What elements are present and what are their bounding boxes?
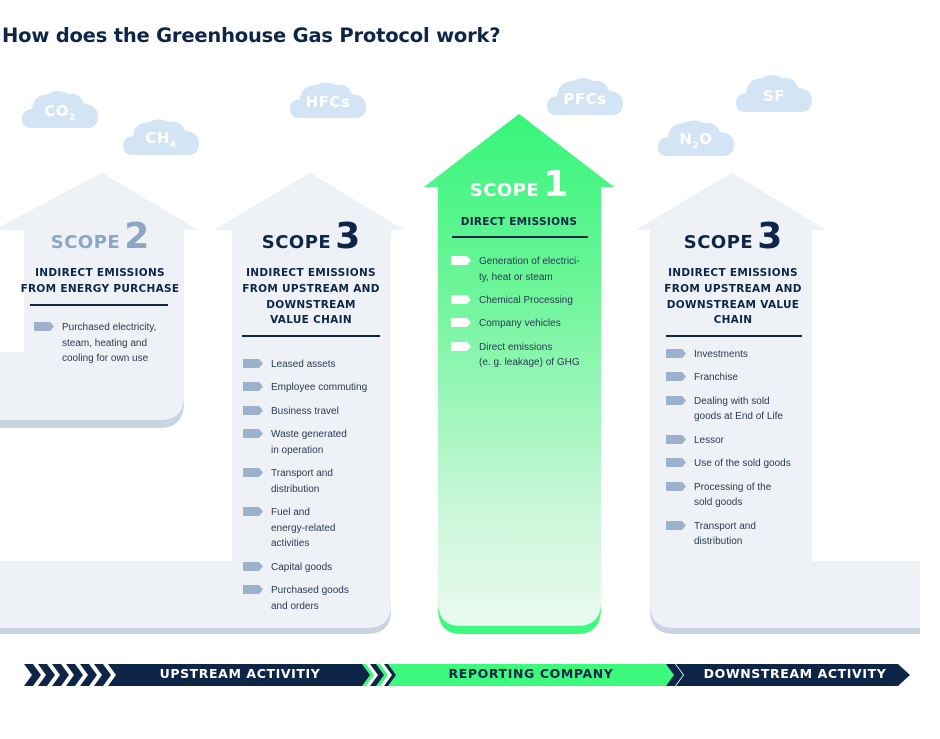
tag-arrow-icon bbox=[243, 429, 263, 439]
list-item-text: Transport and distribution bbox=[271, 468, 333, 495]
cloud-sf: SF bbox=[736, 72, 812, 114]
tag-arrow-icon bbox=[451, 294, 471, 304]
list-item-text: Franchise bbox=[694, 372, 738, 384]
upstream-label: UPSTREAM ACTIVITIY bbox=[159, 666, 321, 681]
downstream-band bbox=[676, 664, 910, 686]
list-item-text: Leased assets bbox=[271, 359, 336, 370]
scope3-upstream-divider bbox=[242, 335, 380, 337]
list-item-text: Generation of electrici- ty, heat or ste… bbox=[479, 256, 580, 283]
list-item: Transport and distribution bbox=[666, 519, 812, 550]
tag-arrow-icon bbox=[666, 520, 686, 530]
cloud-ch4: CH4 bbox=[123, 117, 199, 157]
list-item: Processing of the sold goods bbox=[666, 480, 812, 511]
tag-arrow-icon bbox=[666, 481, 686, 491]
list-item-text: Direct emissions (e. g. leakage) of GHG bbox=[479, 341, 580, 369]
cloud-pfcs: PFCs bbox=[547, 75, 623, 117]
tag-arrow-icon bbox=[451, 341, 471, 351]
tag-arrow-icon bbox=[243, 405, 263, 415]
list-item: Purchased electricity, steam, heating an… bbox=[34, 320, 174, 367]
list-item-text: Use of the sold goods bbox=[694, 458, 791, 470]
list-item-text: Purchased electricity, steam, heating an… bbox=[62, 322, 157, 365]
tag-arrow-icon bbox=[451, 256, 471, 265]
reporting-band bbox=[388, 664, 678, 686]
cloud-icon bbox=[547, 78, 623, 115]
list-item-text: Business travel bbox=[271, 405, 339, 417]
tag-arrow-icon bbox=[666, 458, 686, 468]
list-item: Generation of electrici- ty, heat or ste… bbox=[451, 254, 599, 285]
tag-arrow-icon bbox=[243, 382, 263, 392]
diagram-background bbox=[0, 114, 920, 634]
list-item: Business travel bbox=[243, 404, 389, 420]
list-item-text: Processing of the sold goods bbox=[694, 481, 772, 509]
list-item: Fuel and energy-related activities bbox=[243, 505, 389, 552]
scope1-divider bbox=[452, 236, 588, 238]
scope2-divider bbox=[30, 304, 168, 306]
list-item: Purchased goods and orders bbox=[243, 583, 389, 614]
tag-arrow-icon bbox=[243, 359, 263, 368]
list-item-text: Employee commuting bbox=[271, 382, 368, 394]
downstream-label: DOWNSTREAM ACTIVITY bbox=[703, 666, 887, 681]
tag-arrow-icon bbox=[666, 349, 686, 358]
cloud-icon bbox=[736, 75, 812, 112]
list-item: Use of the sold goods bbox=[666, 456, 812, 472]
list-item: Investments bbox=[666, 347, 812, 363]
tag-arrow-icon bbox=[243, 507, 263, 517]
tag-arrow-icon bbox=[666, 395, 686, 405]
list-item: Company vehicles bbox=[451, 316, 599, 332]
scope3-upstream-subtitle: INDIRECT EMISSIONS FROM UPSTREAM AND DOW… bbox=[242, 267, 380, 327]
reporting-label: REPORTING COMPANY bbox=[448, 666, 614, 681]
cloud-icon bbox=[22, 91, 98, 128]
cloud-icon bbox=[658, 120, 734, 156]
scope2-subtitle: INDIRECT EMISSIONS FROM ENERGY PURCHASE bbox=[20, 267, 180, 295]
list-item-text: Capital goods bbox=[271, 561, 333, 573]
scope3-downstream-divider bbox=[666, 335, 802, 337]
page-title: How does the Greenhouse Gas Protocol wor… bbox=[2, 24, 501, 47]
tag-arrow-icon bbox=[666, 372, 686, 382]
activity-bar bbox=[24, 664, 910, 686]
scope3-downstream-subtitle: INDIRECT EMISSIONS FROM UPSTREAM AND DOW… bbox=[664, 267, 802, 327]
tag-arrow-icon bbox=[243, 561, 263, 571]
list-item-text: Lessor bbox=[694, 434, 725, 446]
tag-arrow-icon bbox=[666, 434, 686, 444]
cloud-icon bbox=[290, 82, 366, 118]
list-item: Employee commuting bbox=[243, 380, 389, 396]
cloud-hfcs: HFCs bbox=[290, 80, 366, 120]
scope1-subtitle: DIRECT EMISSIONS bbox=[460, 216, 578, 228]
scope1-list: Generation of electrici- ty, heat or ste… bbox=[451, 254, 599, 379]
list-item: Chemical Processing bbox=[451, 293, 599, 309]
list-item-text: Transport and distribution bbox=[694, 520, 756, 548]
scope2-list: Purchased electricity, steam, heating an… bbox=[34, 320, 174, 375]
list-item-text: Chemical Processing bbox=[479, 294, 573, 306]
list-item-text: Waste generated in operation bbox=[271, 429, 347, 456]
cloud-icon bbox=[123, 119, 199, 155]
cloud-n2o: N2O bbox=[658, 118, 734, 158]
list-item-text: Dealing with sold goods at End of Life bbox=[694, 395, 783, 423]
list-item: Dealing with sold goods at End of Life bbox=[666, 394, 812, 425]
list-item-text: Company vehicles bbox=[479, 318, 561, 330]
upstream-chevrons bbox=[24, 664, 111, 686]
upstream-band bbox=[108, 664, 368, 686]
list-item: Leased assets bbox=[243, 357, 389, 373]
list-item: Franchise bbox=[666, 370, 812, 386]
list-item: Lessor bbox=[666, 433, 812, 449]
list-item-text: Fuel and energy-related activities bbox=[271, 507, 336, 550]
list-item: Transport and distribution bbox=[243, 466, 389, 497]
tag-arrow-icon bbox=[243, 585, 263, 595]
list-item: Direct emissions (e. g. leakage) of GHG bbox=[451, 340, 599, 371]
tag-arrow-icon bbox=[243, 468, 263, 478]
list-item: Capital goods bbox=[243, 560, 389, 576]
tag-arrow-icon bbox=[451, 318, 471, 328]
list-item-text: Purchased goods and orders bbox=[271, 585, 349, 612]
list-item-text: Investments bbox=[694, 349, 748, 360]
tag-arrow-icon bbox=[34, 322, 54, 331]
cloud-co2: CO2 bbox=[22, 88, 98, 130]
list-item: Waste generated in operation bbox=[243, 427, 389, 458]
